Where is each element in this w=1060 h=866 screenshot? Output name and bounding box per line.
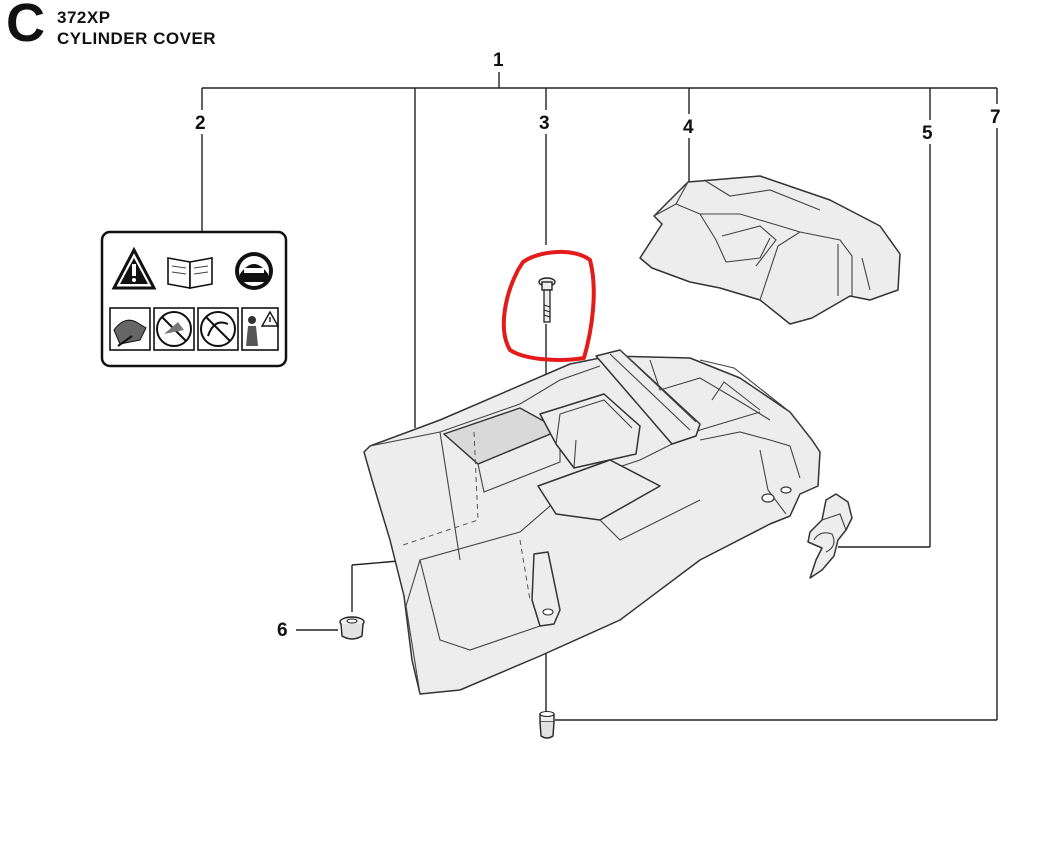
- upper-cylinder-cover: [639, 175, 901, 325]
- ear-eye-protection-icon: [235, 252, 273, 290]
- callout-7: 7: [990, 107, 1001, 128]
- callout-6: 6: [277, 620, 288, 641]
- warning-sticker: [100, 230, 288, 368]
- diagram-title: CYLINDER COVER: [57, 29, 217, 48]
- main-cylinder-cover: [363, 349, 821, 695]
- sleeve-nut-part-7: [539, 710, 555, 739]
- clip-part-5: [807, 493, 853, 579]
- kickback-hand-icon: [109, 307, 151, 351]
- manual-book-icon: [167, 257, 213, 289]
- one-hand-prohibited-icon: [153, 307, 195, 351]
- callout-1: 1: [493, 50, 504, 71]
- warning-triangle-icon: [111, 246, 157, 290]
- red-highlight-circle: [501, 249, 596, 362]
- person-warning-icon: [241, 307, 280, 351]
- callout-3: 3: [539, 113, 550, 134]
- screw-part-3: [538, 277, 556, 323]
- kickback-prohibited-icon: [197, 307, 239, 351]
- callout-5: 5: [922, 123, 933, 144]
- callout-4: 4: [683, 117, 694, 138]
- section-letter: C: [6, 0, 45, 53]
- model-number: 372XP: [57, 8, 111, 27]
- grommet-part-6: [339, 616, 365, 640]
- callout-2: 2: [195, 113, 206, 134]
